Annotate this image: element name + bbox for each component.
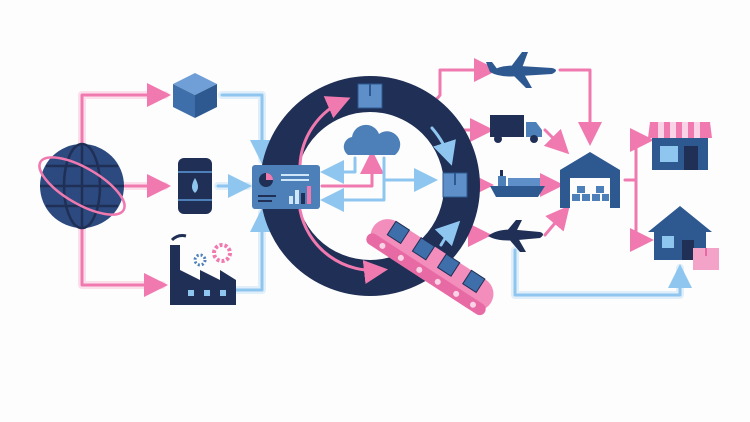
package-icon xyxy=(442,172,468,198)
airplane-icon xyxy=(486,52,556,88)
arrow-truck-to-warehouse xyxy=(543,128,570,155)
arrow-cube-to-dashboard xyxy=(220,93,274,164)
cube-icon xyxy=(173,73,217,118)
arrow-plane-to-warehouse xyxy=(558,68,602,146)
store-icon xyxy=(648,122,712,170)
house-icon xyxy=(648,206,712,260)
dashboard-icon xyxy=(252,165,320,209)
arrow-dashboard-to-cloud xyxy=(320,150,384,188)
arrow-factory-to-dashboard xyxy=(228,208,274,292)
globe-icon xyxy=(38,142,126,230)
cloud-icon xyxy=(343,124,401,155)
arrow-to-house xyxy=(630,178,654,252)
arrow-plane2-to-warehouse xyxy=(543,205,570,237)
conveyor-belt-icon xyxy=(366,219,494,316)
truck-icon xyxy=(490,115,542,143)
package-icon xyxy=(357,83,383,109)
arrow-cloud-to-dashboard xyxy=(320,156,357,184)
arrow-to-store xyxy=(623,128,654,182)
airplane-icon xyxy=(488,220,543,252)
factory-icon xyxy=(170,234,236,305)
arrow-cloud-to-box xyxy=(382,156,438,192)
arrow-globe-to-factory xyxy=(80,226,168,297)
arrow-cloud-to-dashboard-2 xyxy=(320,178,386,212)
oil-barrel-icon xyxy=(178,158,212,214)
warehouse-icon xyxy=(560,152,620,208)
ship-icon xyxy=(490,170,545,197)
package-icon xyxy=(693,248,719,270)
arrow-direct-delivery xyxy=(513,248,692,297)
arrow-globe-to-cube xyxy=(80,83,171,147)
